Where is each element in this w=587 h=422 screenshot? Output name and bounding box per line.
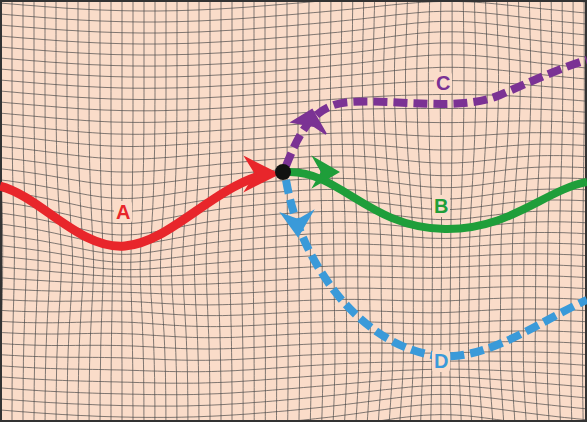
- grid-line: [161, 0, 167, 422]
- arrowhead-d: [282, 212, 312, 236]
- grid-line: [0, 254, 587, 270]
- grid-line: [417, 0, 423, 422]
- grid-line: [0, 55, 587, 77]
- grid-line: [395, 0, 404, 422]
- grid-line: [0, 309, 587, 316]
- grid-line: [0, 369, 587, 383]
- grid-line: [341, 0, 347, 422]
- path-label: B: [432, 195, 450, 217]
- grid-line: [298, 0, 300, 422]
- path-b: [290, 172, 587, 229]
- grid-line: [0, 385, 587, 406]
- grid-line: [0, 21, 587, 44]
- grid-line: [67, 0, 73, 422]
- grid-line: [206, 0, 210, 422]
- grid-line: [547, 0, 552, 422]
- grid-line: [253, 0, 254, 422]
- grid-line: [583, 0, 585, 422]
- grid-line: [0, 276, 587, 285]
- path-label: C: [434, 72, 452, 94]
- path-a: [0, 175, 262, 246]
- event-dot: [275, 164, 291, 180]
- trajectories: [0, 60, 587, 356]
- grid-line: [140, 0, 144, 422]
- grid-line: [489, 0, 498, 422]
- grid-line: [276, 0, 278, 422]
- grid-line: [469, 0, 476, 422]
- grid-line: [56, 0, 61, 422]
- grid-line: [0, 298, 587, 305]
- arrowhead-b: [314, 158, 338, 186]
- grid-line: [0, 287, 587, 295]
- grid-line: [0, 265, 587, 277]
- grid-line: [242, 0, 244, 422]
- grid-line: [230, 0, 232, 422]
- path-d: [286, 180, 587, 356]
- grid-line: [171, 0, 177, 422]
- grid-line: [0, 1, 587, 22]
- grid-line: [0, 331, 587, 338]
- grid-line: [23, 0, 26, 422]
- grid-line: [218, 0, 221, 422]
- path-c: [286, 60, 587, 166]
- grid-line: [0, 394, 587, 417]
- grid-line: [183, 0, 188, 422]
- grid-line: [331, 0, 335, 422]
- grid-line: [0, 243, 587, 262]
- grid-line: [100, 0, 103, 422]
- grid-line: [34, 0, 38, 422]
- grid-line: [559, 0, 563, 422]
- grid-line: [12, 0, 14, 422]
- grid-line: [78, 0, 83, 422]
- grid-line: [309, 0, 311, 422]
- grid-line: [0, 404, 587, 422]
- grid-line: [352, 0, 359, 422]
- grid-line: [500, 0, 509, 422]
- grid-line: [0, 11, 587, 33]
- grid-line: [150, 0, 155, 422]
- grid-line: [479, 0, 488, 422]
- grid-line: [0, 32, 587, 55]
- grid-line: [0, 352, 587, 361]
- grid-line: [406, 0, 414, 422]
- path-label: A: [114, 201, 132, 223]
- grid-line: [89, 0, 94, 422]
- arrowhead-a: [246, 158, 278, 190]
- grid-line: [0, 377, 587, 395]
- grid-line: [111, 0, 113, 422]
- grid-line: [0, 178, 587, 199]
- grid-line: [535, 0, 541, 422]
- grid-line: [287, 0, 288, 422]
- grid-line: [0, 320, 587, 327]
- grid-line: [320, 0, 323, 422]
- grid-line: [264, 0, 266, 422]
- path-label: D: [432, 350, 450, 372]
- arrowhead-c: [292, 110, 326, 134]
- grid-line: [0, 43, 587, 66]
- grid-line: [0, 67, 587, 88]
